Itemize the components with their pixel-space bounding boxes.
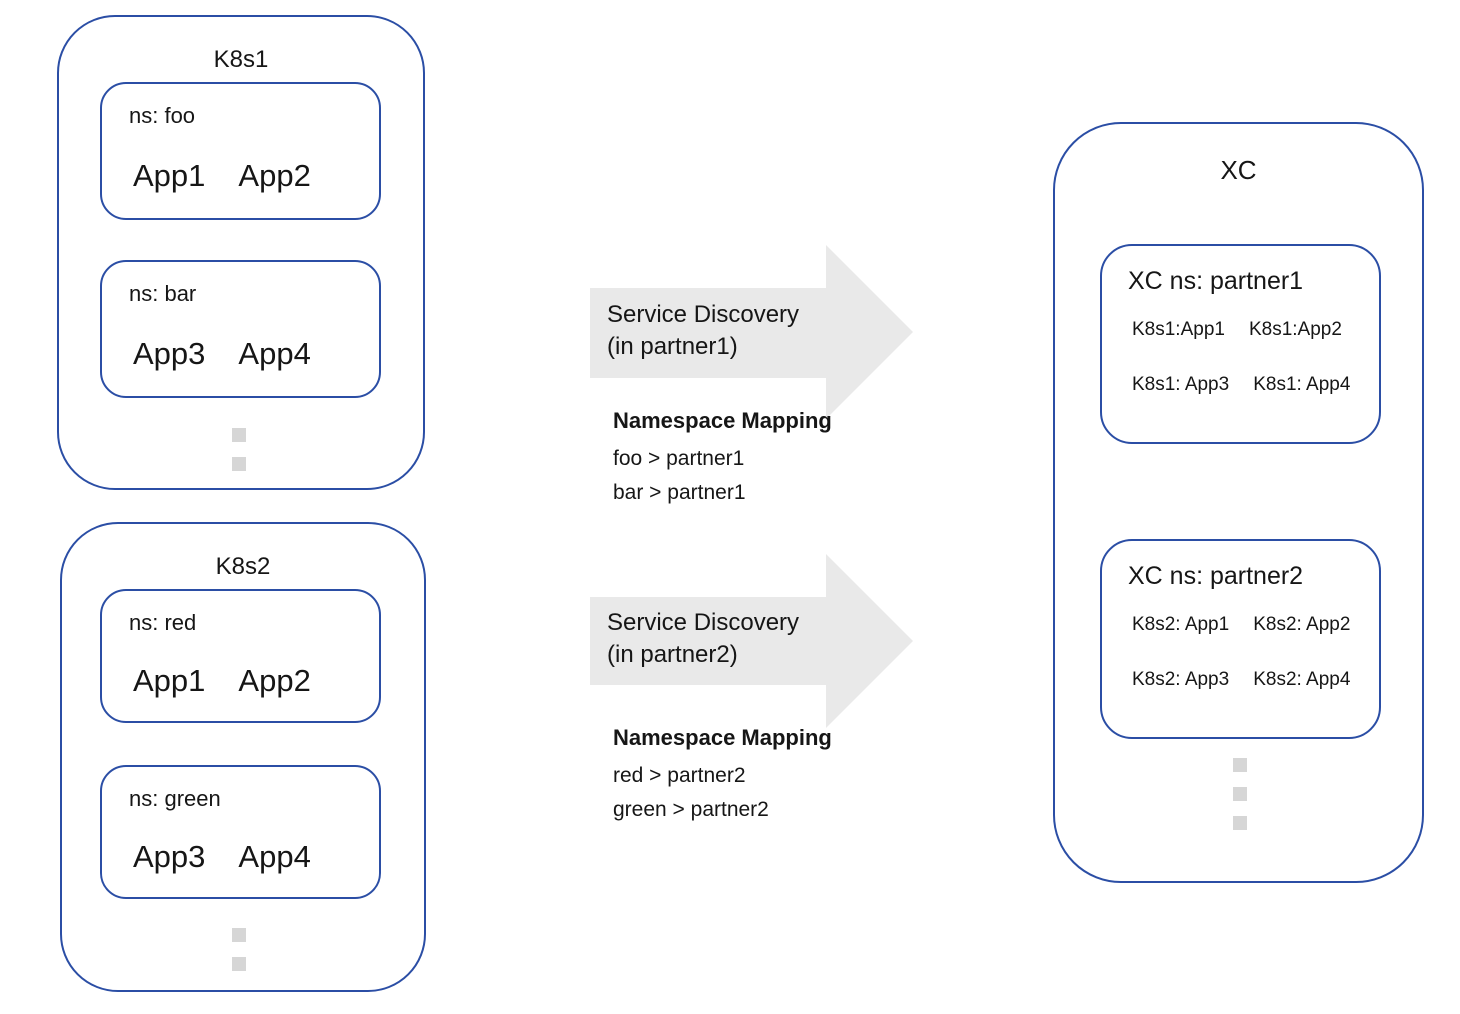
ellipsis-dot	[232, 928, 246, 942]
namespace-mapping-title: Namespace Mapping	[613, 408, 832, 433]
namespace-label-green: ns: green	[129, 786, 221, 811]
cluster-box-k8s2: K8s2 ns: red App1 App2 ns: green App3 Ap…	[60, 522, 426, 992]
app-item: App1	[133, 158, 206, 193]
namespace-label-bar: ns: bar	[129, 281, 197, 306]
cluster-box-k8s1: K8s1 ns: foo App1 App2 ns: bar App3 App4	[57, 15, 425, 490]
xc-box: XC XC ns: partner1 K8s1:App1 K8s1:App2 K…	[1053, 122, 1424, 883]
app-item: App3	[133, 839, 206, 874]
namespace-label-foo: ns: foo	[129, 103, 196, 128]
namespace-mapping-block-2: Namespace Mapping red > partner2 green >…	[613, 723, 832, 827]
service-discovery-label-2: Service Discovery (in partner2)	[607, 607, 799, 671]
xc-app-row: K8s2: App3 K8s2: App4	[1132, 668, 1350, 692]
xc-namespace-box-partner1: XC ns: partner1 K8s1:App1 K8s1:App2 K8s1…	[1100, 244, 1381, 444]
xc-title: XC	[1220, 155, 1257, 185]
service-discovery-arrow-1	[590, 288, 827, 378]
ellipsis-dot	[1233, 816, 1247, 830]
service-discovery-line2: (in partner2)	[607, 641, 738, 668]
xc-app-row: K8s1: App3 K8s1: App4	[1132, 373, 1350, 397]
ellipsis-dot	[232, 428, 246, 442]
service-discovery-label-1: Service Discovery (in partner1)	[607, 299, 799, 363]
xc-app-item: K8s1:App2	[1248, 319, 1342, 340]
xc-namespace-box-partner2: XC ns: partner2 K8s2: App1 K8s2: App2 K8…	[1100, 539, 1381, 739]
xc-app-item: K8s1: App4	[1253, 374, 1351, 395]
mapping-rule: red > partner2	[613, 764, 746, 787]
namespace-box-red: ns: red App1 App2	[100, 589, 381, 723]
namespace-box-green: ns: green App3 App4	[100, 765, 381, 899]
app-list: App3 App4	[133, 334, 311, 374]
ellipsis-dot	[232, 457, 246, 471]
service-discovery-arrowhead-1	[826, 245, 913, 419]
xc-app-row: K8s1:App1 K8s1:App2	[1132, 318, 1342, 342]
app-item: App4	[238, 839, 311, 874]
service-discovery-line1: Service Discovery	[607, 609, 800, 636]
xc-app-item: K8s2: App3	[1132, 669, 1230, 690]
app-item: App3	[133, 336, 206, 371]
ellipsis-dot	[232, 957, 246, 971]
xc-app-row: K8s2: App1 K8s2: App2	[1132, 613, 1350, 637]
vertical-ellipsis-icon	[232, 428, 246, 471]
xc-app-item: K8s2: App4	[1253, 669, 1351, 690]
namespace-label-red: ns: red	[129, 610, 197, 635]
app-list: App3 App4	[133, 837, 311, 877]
service-discovery-arrow-2	[590, 597, 827, 685]
xc-app-item: K8s1:App1	[1132, 319, 1225, 340]
xc-app-item: K8s2: App1	[1132, 614, 1230, 635]
xc-app-item: K8s2: App2	[1253, 614, 1351, 635]
cluster-title-k8s2: K8s2	[215, 553, 271, 580]
service-discovery-line1: Service Discovery	[607, 301, 800, 328]
mapping-rule: green > partner2	[613, 798, 769, 821]
app-list: App1 App2	[133, 156, 311, 196]
cluster-title-k8s1: K8s1	[213, 46, 269, 73]
service-discovery-line2: (in partner1)	[607, 333, 738, 360]
service-discovery-arrowhead-2	[826, 554, 913, 728]
app-list: App1 App2	[133, 661, 311, 701]
mapping-rule: bar > partner1	[613, 481, 746, 504]
ellipsis-dot	[1233, 758, 1247, 772]
vertical-ellipsis-icon	[1233, 758, 1247, 830]
xc-app-item: K8s1: App3	[1132, 374, 1230, 395]
namespace-mapping-block-1: Namespace Mapping foo > partner1 bar > p…	[613, 406, 832, 510]
app-item: App2	[238, 663, 311, 698]
app-item: App4	[238, 336, 311, 371]
namespace-box-foo: ns: foo App1 App2	[100, 82, 381, 220]
vertical-ellipsis-icon	[232, 928, 246, 971]
app-item: App2	[238, 158, 311, 193]
namespace-mapping-title: Namespace Mapping	[613, 725, 832, 750]
xc-namespace-label-partner2: XC ns: partner2	[1128, 562, 1304, 590]
ellipsis-dot	[1233, 787, 1247, 801]
app-item: App1	[133, 663, 206, 698]
namespace-box-bar: ns: bar App3 App4	[100, 260, 381, 398]
mapping-rule: foo > partner1	[613, 447, 745, 470]
xc-namespace-label-partner1: XC ns: partner1	[1128, 267, 1304, 295]
